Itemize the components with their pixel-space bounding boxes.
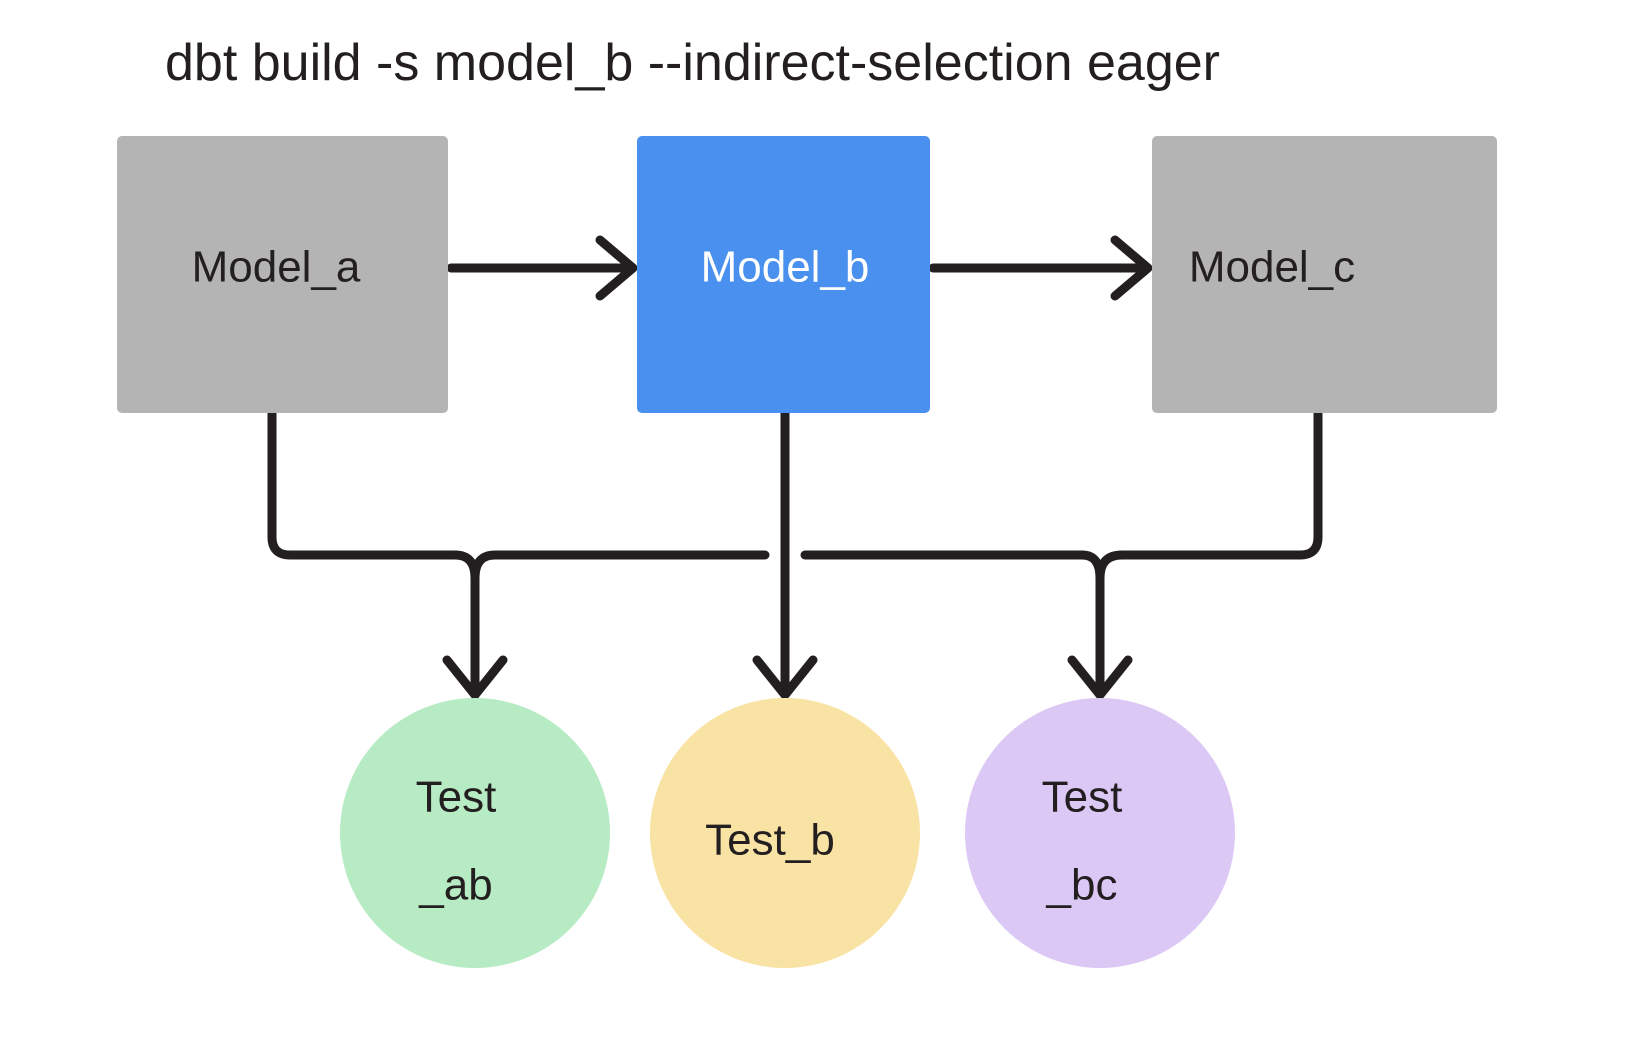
test-node-test-b[interactable]: Test_b <box>650 698 920 968</box>
edge-model-b-to-test-b <box>752 408 818 700</box>
model-node-model-c[interactable]: Model_c <box>1152 136 1497 413</box>
edge-model-a-to-bus <box>267 408 460 560</box>
model-b-label: Model_b <box>701 243 870 292</box>
test-ab-circle[interactable] <box>340 698 610 968</box>
edge-bus-to-test-bc <box>1067 550 1133 700</box>
test-node-test-ab[interactable]: Test _ab <box>340 698 610 968</box>
model-c-box[interactable] <box>1152 136 1497 413</box>
model-a-box[interactable] <box>117 136 448 413</box>
model-c-label: Model_c <box>1189 243 1355 292</box>
edge-model-a-to-model-b <box>446 235 638 301</box>
test-ab-label-line-2: _ab <box>418 861 492 910</box>
model-a-label: Model_a <box>192 243 361 292</box>
test-bc-label-line-1: Test <box>1042 773 1123 822</box>
edge-model-c-to-bus <box>1117 408 1323 560</box>
edge-model-b-to-model-c <box>928 235 1153 301</box>
test-bc-circle[interactable] <box>965 698 1235 968</box>
model-b-box[interactable] <box>637 136 930 413</box>
model-node-model-b[interactable]: Model_b <box>637 136 930 413</box>
test-node-test-bc[interactable]: Test _bc <box>965 698 1235 968</box>
test-b-label: Test_b <box>705 816 835 865</box>
page-title: dbt build -s model_b --indirect-selectio… <box>165 34 1220 92</box>
edge-bus-to-test-ab <box>442 550 508 700</box>
test-b-circle[interactable] <box>650 698 920 968</box>
test-bc-label-line-2: _bc <box>1046 861 1118 910</box>
model-node-model-a[interactable]: Model_a <box>117 136 448 413</box>
test-ab-label-line-1: Test <box>416 773 497 822</box>
